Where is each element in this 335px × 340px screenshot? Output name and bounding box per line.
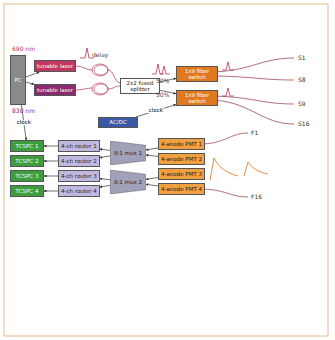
- connector: [26, 82, 34, 84]
- annotation-label: 50%: [156, 78, 169, 84]
- node-text: 4-anode PMT 2: [161, 156, 202, 162]
- output-fiber: [208, 58, 294, 124]
- process-box: tunable laser: [34, 60, 76, 72]
- process-box: 4-anode PMT 1: [158, 138, 205, 150]
- connector: [100, 156, 110, 158]
- process-box: TCSPC 1: [10, 140, 44, 152]
- node-text: 1x9 fiber switch: [179, 68, 215, 80]
- node-text: AC/DC: [109, 119, 126, 125]
- connector: [136, 105, 176, 117]
- node-text: 4-ch router 4: [61, 188, 97, 194]
- node-text: 2x2 fused splitter: [123, 80, 157, 92]
- connector: [146, 178, 158, 180]
- mux-trapezoid: 8:1 mux 2: [110, 170, 146, 194]
- edge-label: clock: [148, 108, 164, 114]
- connector: [146, 148, 158, 150]
- process-box: 4-anode PMT 2: [158, 153, 205, 165]
- process-box: 4-ch router 3: [58, 170, 100, 182]
- connector: [44, 146, 58, 147]
- process-box: AC/DC: [98, 117, 138, 128]
- node-text: 4-anode PMT 1: [161, 141, 202, 147]
- process-box: TCSPC 3: [10, 170, 44, 182]
- node-text: 4-anode PMT 3: [161, 171, 202, 177]
- annotation-label: S8: [298, 77, 306, 83]
- annotation-label: delay: [92, 52, 108, 58]
- connector: [44, 176, 58, 177]
- pulse-shape: [80, 48, 234, 96]
- connector: [146, 155, 158, 156]
- fiber: [74, 66, 92, 90]
- process-box: 1x9 fiber switch: [176, 90, 218, 106]
- process-box: TCSPC 4: [10, 185, 44, 197]
- node-text: 8:1 mux 2: [114, 179, 142, 185]
- node-text: 8:1 mux 1: [114, 150, 142, 156]
- process-box: 4-anode PMT 3: [158, 168, 205, 180]
- node-text: TCSPC 3: [16, 173, 39, 179]
- connector: [100, 185, 110, 187]
- connector: [26, 72, 39, 77]
- node-text: 4-ch router 3: [61, 173, 97, 179]
- process-box: 1x9 fiber switch: [176, 66, 218, 82]
- connector: [146, 184, 158, 186]
- node-text: tunable laser: [37, 87, 73, 93]
- process-box: 4-anode PMT 4: [158, 183, 205, 195]
- node-text: PC: [14, 77, 21, 83]
- annotation-label: 50%: [156, 92, 169, 98]
- process-box: 4-ch router 2: [58, 155, 100, 167]
- node-text: 1x9 fiber switch: [179, 92, 215, 104]
- annotation-label: F1: [251, 130, 258, 136]
- annotation-label: 830 nm: [12, 108, 35, 114]
- node-text: TCSPC 1: [16, 143, 39, 149]
- connector: [100, 179, 110, 180]
- connector: [100, 149, 110, 150]
- decay-curve: [210, 158, 268, 180]
- card-border: [4, 4, 328, 336]
- fiber: [108, 70, 120, 89]
- process-box: 4-ch router 1: [58, 140, 100, 152]
- node-text: 4-ch router 2: [61, 158, 97, 164]
- node-text: 4-anode PMT 4: [161, 186, 202, 192]
- node-text: TCSPC 4: [16, 188, 39, 194]
- process-box: tunable laser: [34, 84, 76, 96]
- annotation-label: S1: [298, 55, 306, 61]
- node-text: TCSPC 2: [16, 158, 39, 164]
- annotation-label: S9: [298, 101, 306, 107]
- annotation-label: S16: [298, 121, 309, 127]
- process-box: TCSPC 2: [10, 155, 44, 167]
- node-text: 4-ch router 1: [61, 143, 97, 149]
- connector: [44, 191, 58, 192]
- edge-label: clock: [16, 120, 32, 126]
- fiber-coil: [92, 64, 108, 95]
- annotation-label: F16: [251, 194, 262, 200]
- process-box: 2x2 fused splitter: [120, 78, 160, 94]
- mux-trapezoid: 8:1 mux 1: [110, 141, 146, 165]
- annotation-label: 690 nm: [12, 46, 35, 52]
- process-box: PC: [10, 55, 26, 105]
- node-text: tunable laser: [37, 63, 73, 69]
- detection-fiber: [200, 133, 248, 197]
- process-box: 4-ch router 4: [58, 185, 100, 197]
- connector: [44, 161, 58, 162]
